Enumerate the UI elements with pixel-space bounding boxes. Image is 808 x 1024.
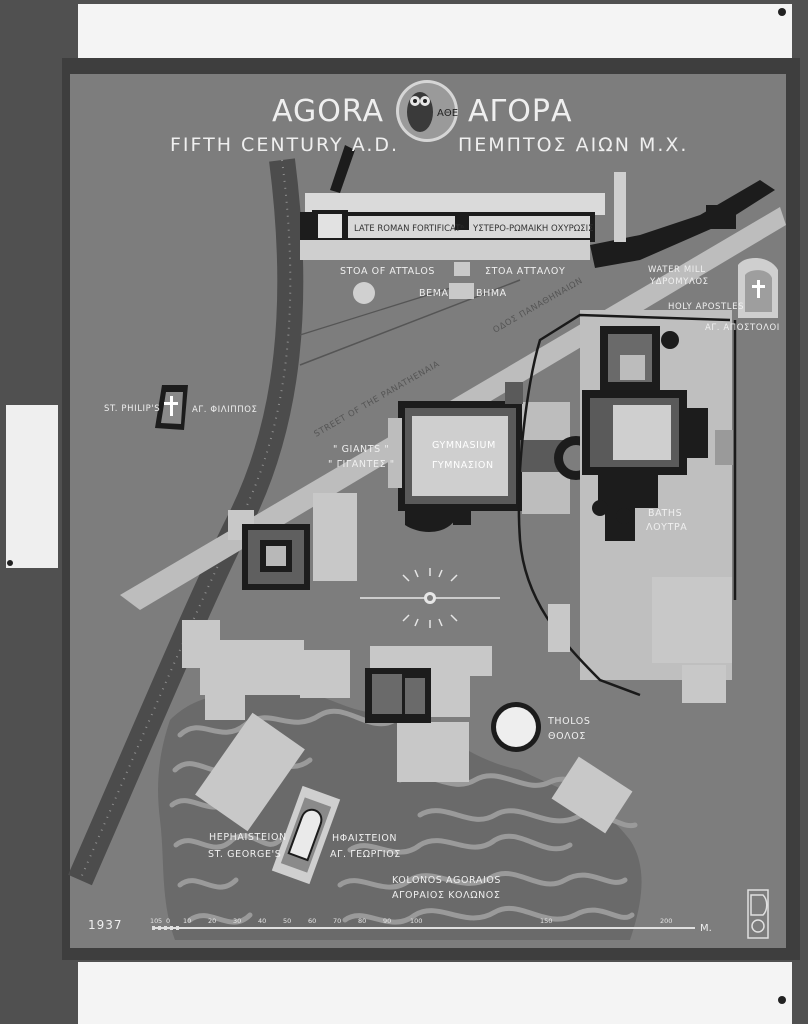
baths-label-greek: ΛΟΥΤΡΑ	[646, 522, 687, 533]
pin-icon	[778, 996, 786, 1004]
path-line	[299, 284, 461, 336]
emblem-letters: ΑΘΕ	[437, 108, 458, 119]
compass-rose	[360, 568, 500, 628]
gymnasium-label-latin: GYMNASIUM	[432, 440, 496, 451]
giants-label-greek: " ΓΙΓΑΝΤΕΣ "	[328, 459, 395, 470]
paper-top	[78, 4, 792, 58]
fortification-label-latin: LATE ROMAN FORTIFICATⁿ	[354, 224, 464, 234]
hephaisteion-temple	[271, 785, 341, 885]
bema-platform	[449, 283, 474, 299]
gymnasium-complex	[388, 382, 598, 532]
george-label-latin: ST. GEORGE'S	[208, 849, 281, 860]
tholos-label-latin: THOLOS	[547, 716, 591, 727]
paper-bottom	[78, 962, 792, 1024]
holy-apostles-church	[738, 258, 778, 318]
baths-label-latin: BATHS	[648, 508, 682, 519]
tholos-label-greek: ΘΟΛΟΣ	[548, 731, 586, 742]
scale-tick-label: 20	[208, 917, 216, 925]
south-building	[365, 668, 431, 723]
george-label-greek: ΑΓ. ΓΕΩΡΓΙΟΣ	[330, 849, 401, 860]
scale-tick-label: 100	[410, 917, 422, 925]
west-courtyard-building	[242, 524, 310, 590]
pin-icon	[7, 560, 13, 566]
title-greek: ΑΓΟΡΑ	[468, 94, 572, 129]
apostles-label-latin: HOLY APOSTLES	[668, 302, 744, 312]
watermill-label-latin: WATER MILL	[648, 265, 706, 275]
scale-tick-label: 30	[233, 917, 241, 925]
subtitle-latin: FIFTH CENTURY A.D.	[170, 134, 399, 156]
scale-tick-label: 0	[166, 917, 170, 925]
stoa-pier	[454, 262, 470, 276]
giants-label-latin: " GIANTS "	[333, 444, 389, 455]
hephaisteion-label-greek: ΗΦΑΙΣΤΕΙΟΝ	[332, 833, 397, 844]
watermill-label-greek: ΥΔΡΟΜΥΛΟΣ	[649, 277, 709, 287]
scale-tick-label: 50	[283, 917, 291, 925]
pin-icon	[778, 8, 786, 16]
owl-emblem	[396, 80, 458, 142]
side-note-card	[6, 405, 58, 568]
scale-tick-label: 10	[150, 917, 158, 925]
scale-tick-label: 200	[660, 917, 672, 925]
bema-label-latin: BEMA	[419, 288, 449, 299]
year-label: 1937	[88, 918, 123, 932]
path-line	[299, 279, 521, 366]
philip-label-latin: ST. PHILIP'S	[104, 404, 160, 414]
kolonos-label-latin: KOLONOS AGORAIOS	[392, 875, 501, 886]
title-latin: AGORA	[272, 94, 384, 129]
stoa-label-latin: STOA OF ATTALOS	[340, 266, 435, 277]
scale-tick-label: 90	[383, 917, 391, 925]
apostles-label-greek: ΑΓ. ΑΠΟΣΤΟΛΟΙ	[705, 323, 780, 333]
scale-tick-label: 40	[258, 917, 266, 925]
philip-label-greek: ΑΓ. ΦΙΛΙΠΠΟΣ	[192, 405, 258, 415]
fortification-label-greek: ΥΣΤΕΡΟ-ΡΩΜΑΙΚΗ ΟΧΥΡΩΣΙΣ	[472, 224, 594, 234]
gymnasium-label-greek: ΓΥΜΝΑΣΙΟΝ	[432, 460, 494, 471]
hephaisteion-label-latin: HEPHAISTEION	[209, 832, 287, 843]
stoa-label-greek: ΣΤΟΑ ΑΤΤΑΛΟΥ	[485, 266, 565, 277]
st-philip-church	[155, 385, 188, 430]
scale-tick-label: 80	[358, 917, 366, 925]
tholos-interior	[496, 707, 536, 747]
monogram-stamp	[747, 889, 769, 939]
scale-unit: Μ.	[700, 923, 712, 934]
scale-tick-label: 150	[540, 917, 552, 925]
scale-tick-label: 10	[183, 917, 191, 925]
kolonos-label-greek: ΑΓΟΡΑΙΟΣ ΚΟΛΩΝΟΣ	[392, 890, 500, 901]
scale-tick-label: 60	[308, 917, 316, 925]
scale-tick-label: 5	[158, 917, 162, 925]
bema-label-greek: ΒΗΜΑ	[476, 288, 507, 299]
stoa-round-feature	[353, 282, 375, 304]
subtitle-greek: ΠΕΜΠΤΟΣ ΑΙΩΝ Μ.Χ.	[458, 134, 688, 156]
scale-tick-label: 70	[333, 917, 341, 925]
late-roman-fortification	[300, 145, 775, 268]
